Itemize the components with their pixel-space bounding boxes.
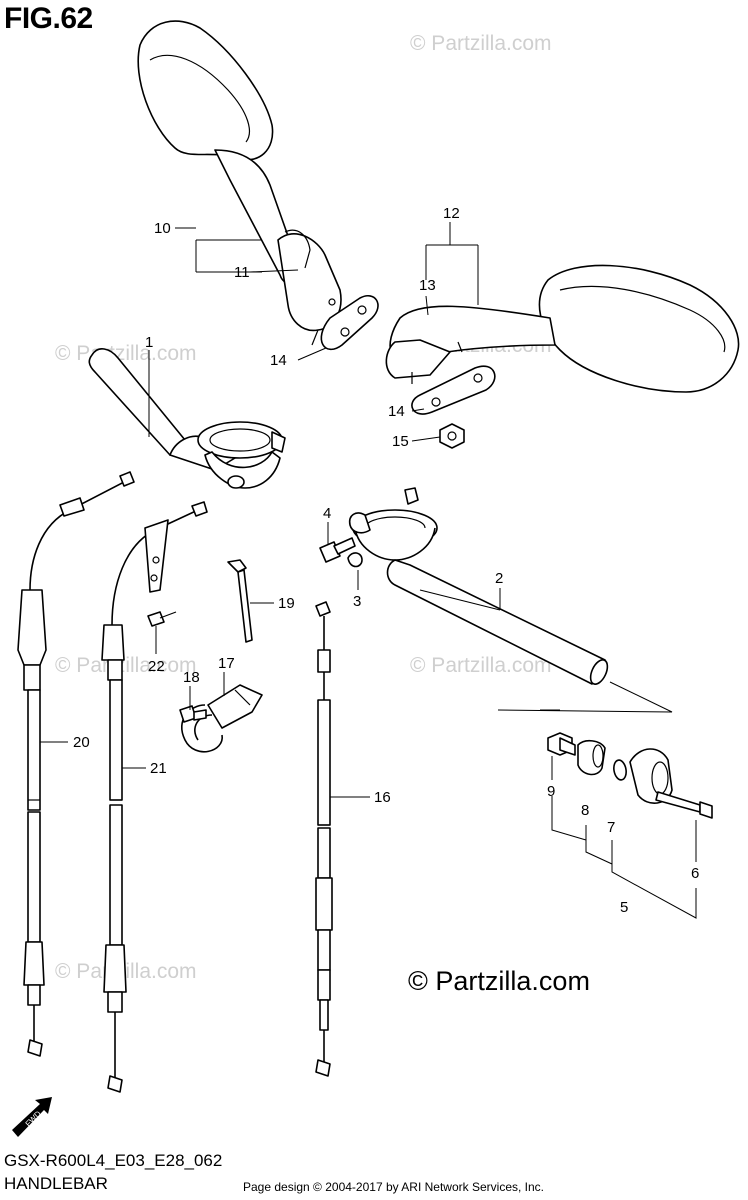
callout-8: 8	[581, 802, 589, 819]
callout-13: 13	[419, 277, 436, 294]
callout-10: 10	[154, 220, 171, 237]
callout-6: 6	[691, 865, 699, 882]
bolt-18	[179, 705, 207, 723]
watermark-main: © Partzilla.com	[408, 966, 590, 996]
left-mirror	[137, 20, 342, 346]
callout-18: 18	[183, 669, 200, 686]
watermarks: © Partzilla.com © Partzilla.com © Partzi…	[55, 32, 590, 996]
callout-12: 12	[443, 205, 460, 222]
callout-21: 21	[150, 760, 167, 777]
figure-title: FIG.62	[4, 2, 93, 35]
center-line	[497, 681, 673, 713]
callout-22: 22	[148, 658, 165, 675]
leader-lines	[40, 222, 697, 919]
callout-7: 7	[607, 819, 615, 836]
callouts: 10 11 12 13 14 14 15 1 2 3 4 19 22 17 18…	[73, 205, 699, 916]
callout-17: 17	[218, 655, 235, 672]
cable-20	[17, 471, 135, 1057]
callout-4: 4	[323, 505, 331, 522]
figure-name: HANDLEBAR	[4, 1174, 108, 1193]
callout-14-upper: 14	[270, 352, 287, 369]
watermark-text: © Partzilla.com	[55, 654, 197, 677]
callout-11: 11	[234, 264, 250, 281]
washer-3	[347, 552, 363, 568]
watermark-text: © Partzilla.com	[410, 32, 552, 55]
callout-19: 19	[278, 595, 295, 612]
watermark-text: © Partzilla.com	[410, 654, 552, 677]
callout-16: 16	[374, 789, 391, 806]
callout-5: 5	[620, 899, 628, 916]
plate-lower	[411, 365, 496, 415]
screw-22	[147, 611, 177, 627]
plate-upper	[320, 295, 379, 351]
page-credit: Page design © 2004-2017 by ARI Network S…	[243, 1180, 545, 1194]
pin-19	[227, 559, 253, 643]
right-mirror	[385, 264, 740, 393]
callout-2: 2	[495, 570, 503, 587]
model-code: GSX-R600L4_E03_E28_062	[4, 1151, 223, 1170]
callout-14-lower: 14	[388, 403, 405, 420]
handlebar-left	[88, 348, 286, 489]
handlebar-right	[348, 487, 609, 685]
nut-15	[439, 423, 465, 449]
bar-end-parts	[547, 732, 713, 819]
callout-1: 1	[145, 334, 153, 351]
callout-3: 3	[353, 593, 361, 610]
fwd-arrow-icon: FWD	[12, 1097, 52, 1137]
callout-20: 20	[73, 734, 90, 751]
cable-16	[315, 601, 333, 1077]
watermark-text: © Partzilla.com	[55, 342, 197, 365]
callout-9: 9	[547, 783, 555, 800]
callout-15: 15	[392, 433, 409, 450]
cable-21	[101, 501, 208, 1093]
screw-4	[319, 537, 356, 563]
